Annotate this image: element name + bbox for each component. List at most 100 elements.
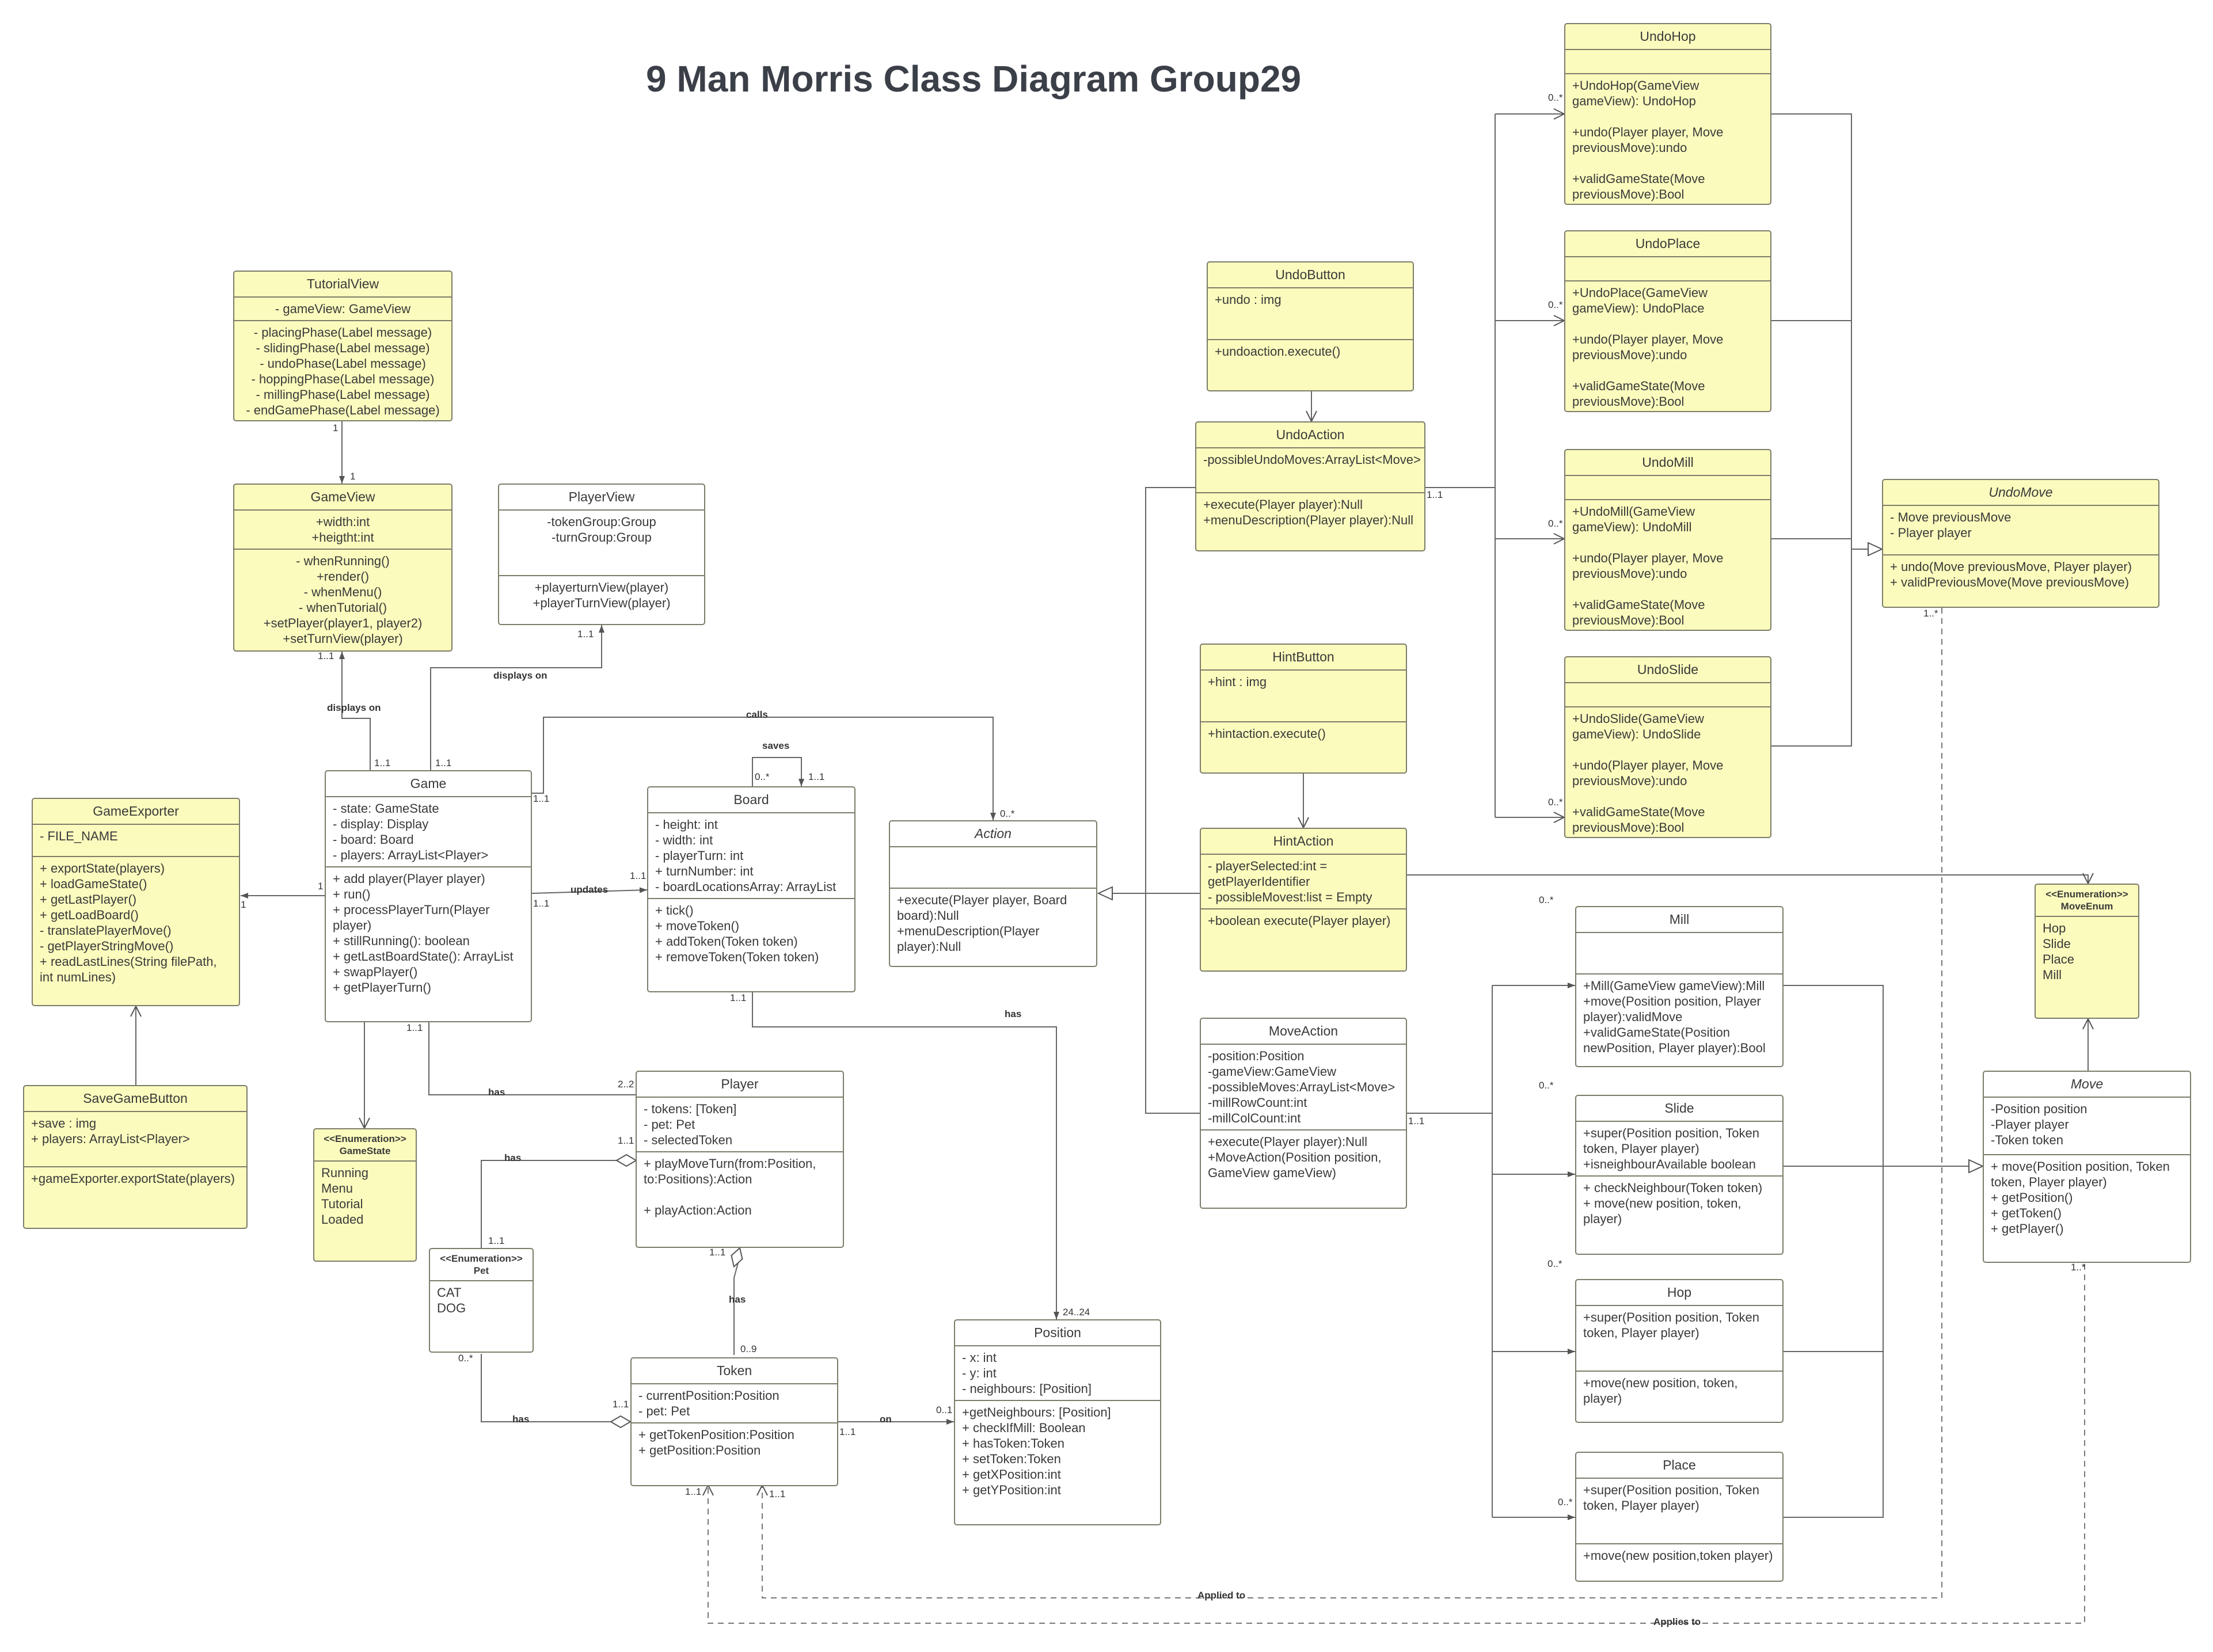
- multiplicity: 1: [333, 422, 339, 433]
- enum-values: CAT DOG: [430, 1280, 533, 1319]
- class-attributes: - FILE_NAME: [33, 824, 239, 856]
- class-undo-button[interactable]: UndoButton +undo : img +undoaction.execu…: [1207, 261, 1414, 391]
- class-place[interactable]: Place +super(Position position, Token to…: [1575, 1452, 1784, 1582]
- class-name: Player: [721, 1076, 759, 1091]
- assoc-label-saves: saves: [762, 740, 790, 751]
- class-pet[interactable]: <<Enumeration>> Pet CAT DOG: [429, 1248, 534, 1353]
- class-methods: +undoaction.execute(): [1208, 339, 1413, 363]
- multiplicity: 1..1: [1427, 489, 1443, 500]
- class-name: <<Enumeration>> GameState: [324, 1133, 406, 1156]
- multiplicity: 1..*: [1923, 608, 1938, 619]
- multiplicity: 0..*: [1558, 1497, 1573, 1508]
- class-tutorial-view[interactable]: TutorialView - gameView: GameView - plac…: [233, 271, 453, 421]
- enum-values: Hop Slide Place Mill: [2036, 916, 2138, 986]
- class-name: GameView: [310, 489, 375, 504]
- class-mill[interactable]: Mill +Mill(GameView gameView):Mill +move…: [1575, 906, 1784, 1067]
- class-player[interactable]: Player - tokens: [Token] - pet: Pet - se…: [636, 1071, 844, 1248]
- class-attributes: [890, 846, 1096, 888]
- class-move-enum[interactable]: <<Enumeration>> MoveEnum Hop Slide Place…: [2035, 884, 2139, 1019]
- class-game-view[interactable]: GameView +width:int +heigtht:int - whenR…: [233, 484, 453, 652]
- class-game[interactable]: Game - state: GameState - display: Displ…: [325, 770, 532, 1022]
- class-undo-move[interactable]: UndoMove - Move previousMove - Player pl…: [1882, 479, 2159, 608]
- multiplicity: 1..1: [1408, 1116, 1425, 1126]
- class-attributes: - state: GameState - display: Display - …: [326, 796, 531, 866]
- class-undo-place[interactable]: UndoPlace +UndoPlace(GameView gameView):…: [1564, 230, 1771, 412]
- class-token[interactable]: Token - currentPosition:Position - pet: …: [630, 1357, 838, 1486]
- class-name: UndoMove: [1988, 485, 2053, 500]
- multiplicity: 1: [241, 899, 246, 910]
- multiplicity: 0..*: [1548, 92, 1563, 103]
- multiplicity: 1..1: [435, 758, 452, 768]
- class-name: UndoHop: [1640, 29, 1696, 44]
- class-attributes: - Move previousMove - Player player: [1883, 505, 2158, 554]
- class-move-action[interactable]: MoveAction -position:Position -gameView:…: [1200, 1018, 1407, 1209]
- class-attributes: [1576, 932, 1782, 973]
- assoc-label-has: has: [1005, 1008, 1022, 1019]
- class-hop[interactable]: Hop +super(Position position, Token toke…: [1575, 1279, 1784, 1423]
- enum-values: Running Menu Tutorial Loaded: [314, 1160, 416, 1231]
- class-attributes: -Position position -Player player -Token…: [1984, 1097, 2190, 1154]
- class-attributes: - gameView: GameView: [234, 296, 451, 320]
- multiplicity: 1: [318, 881, 324, 892]
- class-name: GameExporter: [93, 804, 179, 819]
- class-methods: +move(new position,token player): [1576, 1543, 1782, 1567]
- assoc-label-applies-to: Applies to: [1653, 1616, 1701, 1627]
- class-attributes: +save : img + players: ArrayList<Player>: [24, 1111, 246, 1166]
- class-name: Place: [1663, 1457, 1696, 1472]
- class-name: Game: [410, 776, 447, 791]
- class-undo-hop[interactable]: UndoHop +UndoHop(GameView gameView): Und…: [1564, 23, 1771, 205]
- class-undo-slide[interactable]: UndoSlide +UndoSlide(GameView gameView):…: [1564, 656, 1771, 838]
- class-methods: +hintaction.execute(): [1201, 721, 1406, 745]
- assoc-label-applied-to: Applied to: [1197, 1590, 1246, 1601]
- class-attributes: - height: int - width: int - playerTurn:…: [648, 812, 854, 898]
- multiplicity: 1..1: [406, 1022, 423, 1033]
- class-name: Slide: [1664, 1101, 1694, 1116]
- multiplicity: 1..1: [709, 1247, 726, 1258]
- class-game-exporter[interactable]: GameExporter - FILE_NAME + exportState(p…: [32, 798, 240, 1006]
- class-game-state[interactable]: <<Enumeration>> GameState Running Menu T…: [313, 1128, 417, 1262]
- class-save-game-button[interactable]: SaveGameButton +save : img + players: Ar…: [23, 1085, 248, 1229]
- class-name: MoveAction: [1268, 1023, 1339, 1038]
- class-methods: + playMoveTurn(from:Position, to:Positio…: [637, 1151, 843, 1221]
- multiplicity: 0..*: [1539, 894, 1554, 905]
- multiplicity: 1..1: [808, 771, 825, 782]
- assoc-label-has: has: [504, 1152, 522, 1163]
- class-undo-action[interactable]: UndoAction -possibleUndoMoves:ArrayList<…: [1195, 421, 1425, 551]
- class-attributes: - playerSelected:int = getPlayerIdentifi…: [1201, 854, 1406, 908]
- class-methods: - placingPhase(Label message) - slidingP…: [234, 320, 451, 420]
- assoc-label-has: has: [512, 1414, 530, 1425]
- class-name: HintButton: [1272, 649, 1334, 664]
- class-board[interactable]: Board - height: int - width: int - playe…: [647, 786, 855, 992]
- class-attributes: -possibleUndoMoves:ArrayList<Move>: [1196, 447, 1424, 492]
- class-hint-action[interactable]: HintAction - playerSelected:int = getPla…: [1200, 828, 1407, 972]
- class-attributes: [1565, 475, 1770, 499]
- class-methods: +Mill(GameView gameView):Mill +move(Posi…: [1576, 973, 1782, 1059]
- class-undo-mill[interactable]: UndoMill +UndoMill(GameView gameView): U…: [1564, 449, 1771, 631]
- assoc-label-has: has: [488, 1087, 505, 1098]
- class-slide[interactable]: Slide +super(Position position, Token to…: [1575, 1095, 1784, 1255]
- class-methods: +UndoHop(GameView gameView): UndoHop +un…: [1565, 73, 1770, 204]
- class-methods: + move(Position position, Token token, P…: [1984, 1154, 2190, 1240]
- class-attributes: - tokens: [Token] - pet: Pet - selectedT…: [637, 1097, 843, 1151]
- class-name: Token: [716, 1363, 752, 1378]
- class-name: HintAction: [1273, 833, 1334, 848]
- class-action[interactable]: Action +execute(Player player, Board boa…: [889, 820, 1097, 967]
- multiplicity: 0..*: [1000, 808, 1015, 819]
- class-hint-button[interactable]: HintButton +hint : img +hintaction.execu…: [1200, 644, 1407, 774]
- class-attributes: -tokenGroup:Group -turnGroup:Group: [499, 509, 704, 575]
- class-methods: + exportState(players) + loadGameState()…: [33, 856, 239, 988]
- class-attributes: +super(Position position, Token token, P…: [1576, 1121, 1782, 1175]
- class-attributes: [1565, 256, 1770, 280]
- multiplicity: 1..1: [577, 629, 594, 640]
- class-methods: +UndoMill(GameView gameView): UndoMill +…: [1565, 499, 1770, 630]
- assoc-label-on: on: [880, 1414, 892, 1425]
- class-position[interactable]: Position - x: int - y: int - neighbours:…: [954, 1319, 1161, 1525]
- multiplicity: 1..1: [769, 1489, 786, 1499]
- class-attributes: [1565, 682, 1770, 706]
- class-player-view[interactable]: PlayerView -tokenGroup:Group -turnGroup:…: [498, 484, 705, 625]
- multiplicity: 1..1: [533, 898, 550, 909]
- assoc-label-calls: calls: [746, 709, 768, 720]
- multiplicity: 1..*: [2071, 1262, 2086, 1273]
- class-move[interactable]: Move -Position position -Player player -…: [1983, 1071, 2191, 1263]
